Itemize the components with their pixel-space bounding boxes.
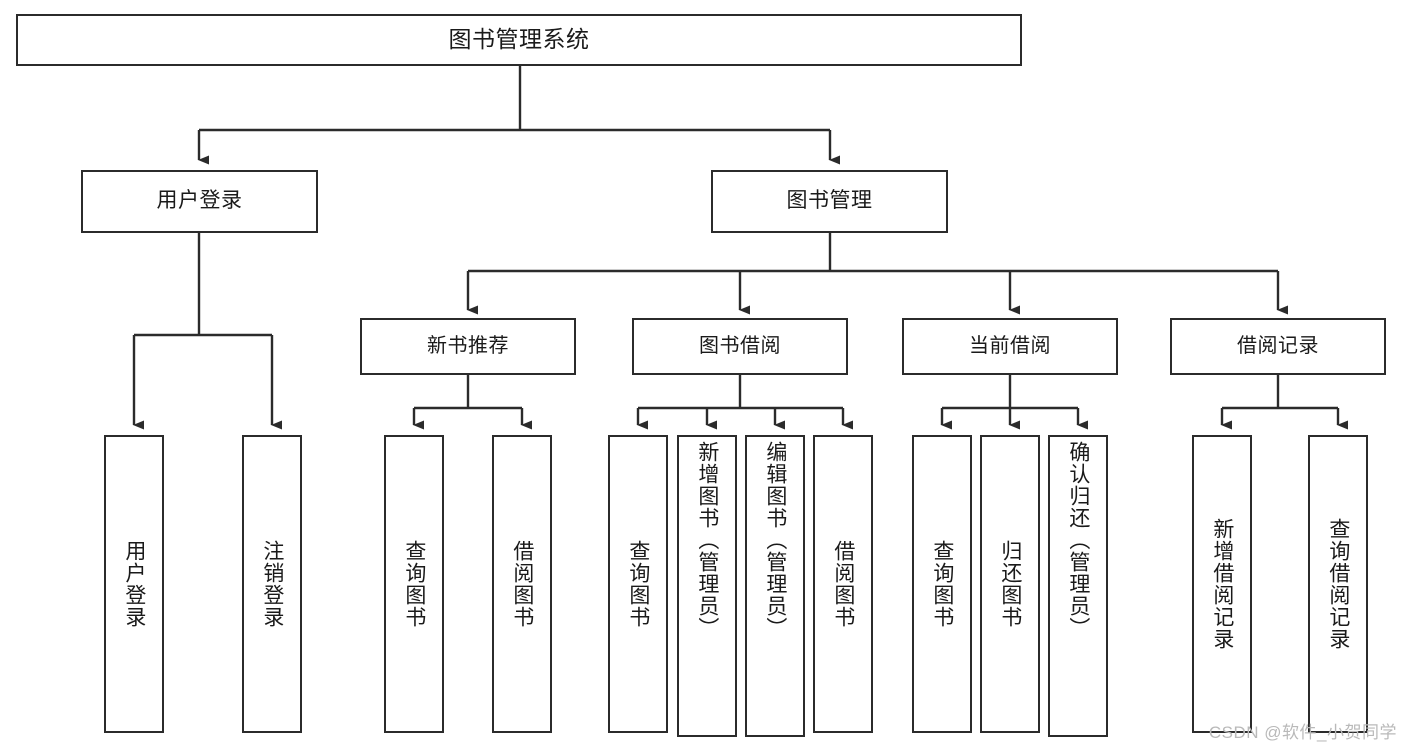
- node-label: 新增图书（管理员）: [695, 441, 719, 639]
- node-label: 新书推荐: [427, 334, 509, 357]
- node-book-manage[interactable]: 图书管理: [711, 170, 948, 233]
- node-label: 图书借阅: [699, 334, 781, 357]
- leaf-cb-return-book[interactable]: 归还图书: [980, 435, 1040, 733]
- leaf-bb-borrow-book[interactable]: 借阅图书: [813, 435, 873, 733]
- csdn-watermark: CSDN @软件_小贺同学: [1208, 723, 1397, 742]
- node-label: 用户登录: [122, 540, 146, 628]
- node-label: 查询图书: [626, 540, 650, 628]
- leaf-br-query-record[interactable]: 查询借阅记录: [1308, 435, 1368, 733]
- leaf-br-add-record[interactable]: 新增借阅记录: [1192, 435, 1252, 733]
- node-label: 确认归还（管理员）: [1066, 441, 1090, 639]
- node-label: 用户登录: [156, 189, 243, 213]
- node-label: 借阅记录: [1237, 334, 1319, 357]
- node-label: 借阅图书: [510, 540, 534, 628]
- node-label: 归还图书: [998, 540, 1022, 628]
- node-book-borrow[interactable]: 图书借阅: [632, 318, 848, 375]
- node-label: 编辑图书（管理员）: [763, 441, 787, 639]
- node-current-borrow[interactable]: 当前借阅: [902, 318, 1118, 375]
- leaf-bb-query-book[interactable]: 查询图书: [608, 435, 668, 733]
- node-root-system[interactable]: 图书管理系统: [16, 14, 1022, 66]
- leaf-logout[interactable]: 注销登录: [242, 435, 302, 733]
- node-user-login[interactable]: 用户登录: [81, 170, 318, 233]
- node-label: 新增借阅记录: [1210, 518, 1234, 650]
- node-new-book-recommend[interactable]: 新书推荐: [360, 318, 576, 375]
- leaf-cb-confirm-return-admin[interactable]: 确认归还（管理员）: [1048, 435, 1108, 737]
- leaf-bb-edit-book-admin[interactable]: 编辑图书（管理员）: [745, 435, 805, 737]
- node-label: 查询图书: [930, 540, 954, 628]
- node-borrow-record[interactable]: 借阅记录: [1170, 318, 1386, 375]
- node-label: 查询借阅记录: [1326, 518, 1350, 650]
- node-label: 查询图书: [402, 540, 426, 628]
- leaf-nb-query-book[interactable]: 查询图书: [384, 435, 444, 733]
- node-label: 当前借阅: [969, 334, 1051, 357]
- leaf-user-login[interactable]: 用户登录: [104, 435, 164, 733]
- node-label: 图书管理系统: [448, 26, 590, 53]
- node-label: 借阅图书: [831, 540, 855, 628]
- node-label: 注销登录: [260, 540, 284, 628]
- leaf-nb-borrow-book[interactable]: 借阅图书: [492, 435, 552, 733]
- leaf-bb-add-book-admin[interactable]: 新增图书（管理员）: [677, 435, 737, 737]
- node-label: 图书管理: [786, 189, 873, 213]
- leaf-cb-query-book[interactable]: 查询图书: [912, 435, 972, 733]
